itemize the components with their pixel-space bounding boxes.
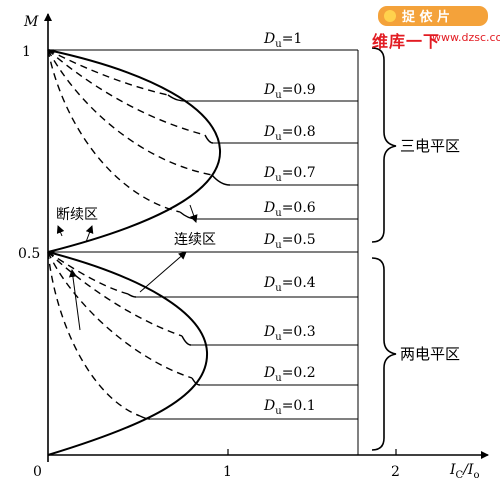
watermark-badge-bg [378,6,488,26]
discontinuous-curve [47,49,206,136]
continuous-curve [191,377,201,386]
origin-label: 0 [33,464,42,480]
watermark-badge: 捉 依 片 [378,6,488,26]
du-label: Du=0.6 [263,200,316,219]
discontinuous-arrow [68,269,81,331]
continuous-region-label: 连续区 [174,231,216,248]
continuous-arrow [139,251,187,293]
two-level-region-label: 两电平区 [400,345,460,363]
watermark-badge-text: 捉 依 片 [402,9,450,25]
x-axis-label: IC/Io [449,462,479,481]
discontinuous-arrow [56,225,65,237]
x-tick-label-1: 1 [223,464,232,480]
du-label: Du=0.7 [263,165,316,184]
discontinuous-curve [47,251,193,379]
du-label: Du=0.1 [263,398,316,417]
three-level-region-label: 三电平区 [400,137,460,155]
x-tick-label-2: 2 [391,464,400,480]
y-tick-label-half: 0.5 [18,246,40,262]
du-label: Du=0.5 [263,232,316,251]
continuous-curve [211,174,231,186]
du-label: Du=0.4 [263,275,316,294]
du-label: Du=0.3 [263,324,316,343]
two-level-brace [371,257,397,451]
boundary-curve-upper [47,49,222,253]
discontinuous-curve [47,49,169,96]
du-label: Du=1 [263,31,302,50]
du-label: Du=0.8 [263,124,316,143]
watermark-site-name: 维库一下 [372,32,441,51]
continuous-curve [204,134,214,144]
y-tick-label-1: 1 [22,44,31,60]
discontinuous-arrow [85,225,94,243]
discontinuous-curve [47,251,141,417]
three-level-brace [371,47,397,243]
discontinuous-curve [47,49,213,176]
watermark-url: www.dzsc.com [432,31,500,44]
du-label: Du=0.2 [263,365,316,384]
y-axis-label: M [23,14,39,30]
discontinuous-region-label: 断续区 [56,206,98,223]
continuous-arrow [189,204,198,223]
continuous-curve [127,293,137,298]
continuous-curve [139,415,151,420]
du-label: Du=0.9 [263,82,316,101]
discontinuous-curve [47,251,183,337]
discontinuous-curve [47,49,181,213]
watermark-badge-dot [384,10,396,22]
continuous-curve [167,94,187,102]
boundary-curve-lower [47,251,209,456]
continuous-curve [181,335,192,346]
